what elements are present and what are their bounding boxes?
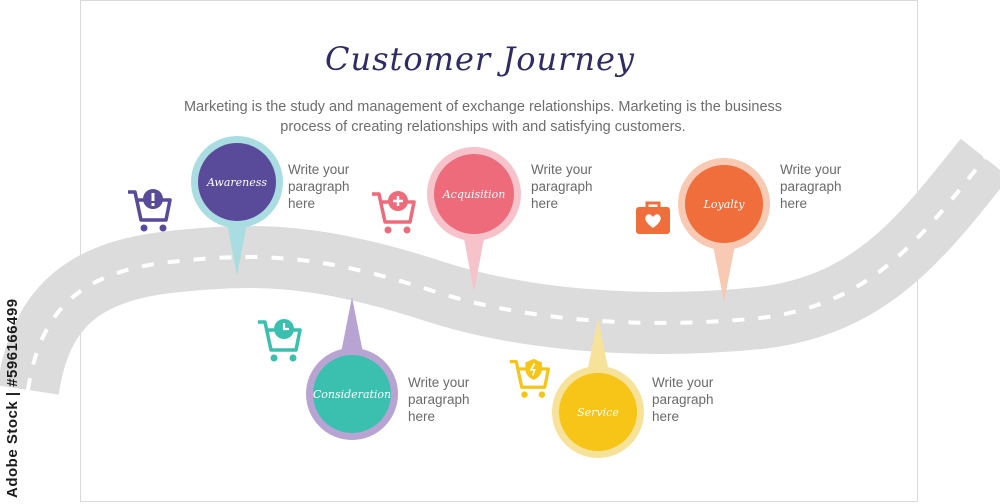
service-paragraph: Write your paragraph here — [652, 374, 732, 425]
loyalty-paragraph: Write your paragraph here — [780, 161, 860, 212]
awareness-paragraph: Write your paragraph here — [288, 161, 368, 212]
paragraph-line: Write your — [408, 375, 470, 390]
paragraph-line: Write your — [531, 162, 593, 177]
paragraph-line: here — [780, 196, 808, 211]
subtitle-line-1: Marketing is the study and management of… — [183, 99, 783, 115]
paragraph-line: paragraph — [531, 179, 593, 194]
stage-label: Loyalty — [703, 197, 745, 211]
paragraph-line: Write your — [288, 162, 350, 177]
paragraph-line: here — [652, 409, 680, 424]
paragraph-line: paragraph — [288, 179, 350, 194]
subtitle: Marketing is the study and management of… — [150, 97, 816, 137]
subtitle-line-2: process of creating relationships with a… — [280, 119, 686, 135]
paragraph-line: Write your — [652, 375, 714, 390]
paragraph-line: here — [408, 409, 436, 424]
cart-clock-icon — [258, 319, 302, 362]
acquisition-paragraph: Write your paragraph here — [531, 161, 611, 212]
consideration-paragraph: Write your paragraph here — [408, 374, 488, 425]
stage-label: Acquisition — [442, 187, 506, 201]
consideration-circle: Consideration — [313, 355, 391, 433]
cart-alert-icon — [128, 189, 172, 232]
paragraph-line: Write your — [780, 162, 842, 177]
paragraph-line: paragraph — [408, 392, 470, 407]
stage-label: Consideration — [312, 387, 392, 401]
page-title: Customer Journey — [324, 40, 635, 78]
loyalty-circle: Loyalty — [685, 165, 763, 243]
cart-plus-icon — [372, 191, 416, 234]
watermark-text: Adobe Stock | #596166499 — [4, 298, 21, 498]
cart-shield-icon — [509, 358, 550, 398]
paragraph-line: paragraph — [652, 392, 714, 407]
paragraph-line: here — [288, 196, 316, 211]
paragraph-line: here — [531, 196, 559, 211]
awareness-circle: Awareness — [198, 143, 276, 221]
stage-label: Awareness — [206, 175, 268, 189]
acquisition-circle: Acquisition — [434, 154, 514, 234]
heart-bag-icon — [636, 201, 670, 234]
service-circle: Service — [559, 373, 637, 451]
paragraph-line: paragraph — [780, 179, 842, 194]
stage-label: Service — [577, 405, 619, 419]
